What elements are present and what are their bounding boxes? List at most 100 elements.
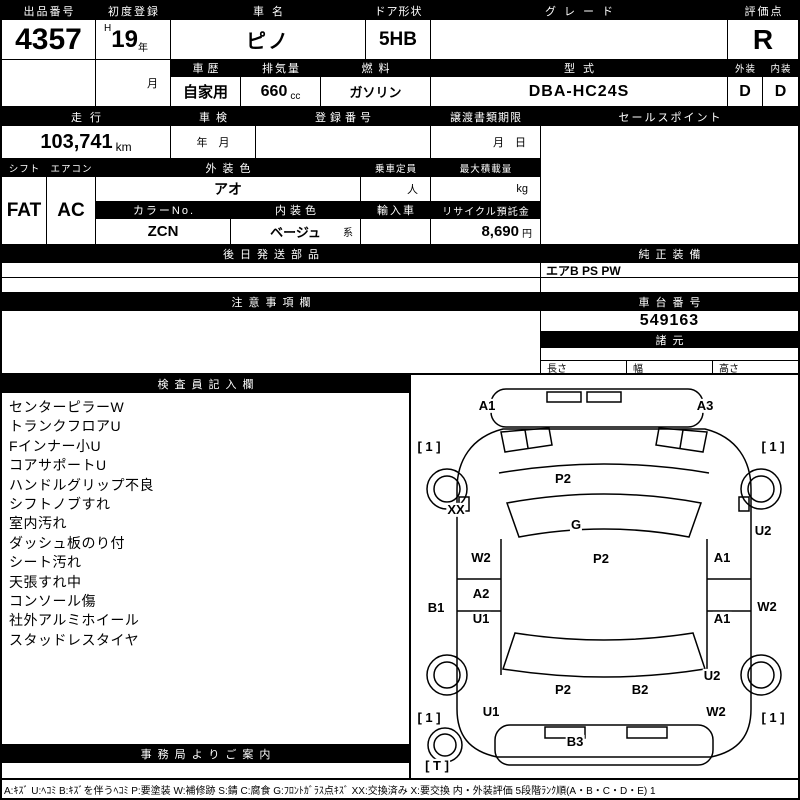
ext-color-header: 外装色: [96, 160, 360, 176]
diagram-damage-label: U2: [702, 667, 722, 684]
mileage-unit: km: [115, 140, 132, 154]
first-reg-month-cell: 月: [96, 60, 170, 106]
displacement-header: 排気量: [241, 60, 320, 76]
inspection-note-item: 室内汚れ: [9, 515, 67, 532]
reg-no-value: [256, 126, 430, 158]
inspection-note-item: コアサポートU: [9, 457, 107, 474]
interior-grade-header: 内装: [763, 60, 798, 76]
fuel-value: ガソリン: [321, 77, 430, 106]
diagram-damage-label: [ 1 ]: [760, 709, 786, 726]
mileage-value: 103,741 km: [2, 126, 170, 158]
first-reg-year: 19: [111, 25, 138, 53]
int-color-suffix: 系: [343, 228, 353, 239]
car-top-view-drawing: [426, 388, 782, 766]
inspection-note-item: ダッシュ板のり付: [9, 534, 125, 551]
color-no-value: ZCN: [96, 219, 230, 244]
int-color-header: 内装色: [231, 202, 360, 218]
displacement-number: 660: [260, 82, 288, 100]
exterior-grade-header: 外装: [728, 60, 762, 76]
capacity-header: 乗車定員: [361, 160, 430, 176]
inspection-value: 年 月: [171, 126, 255, 158]
recycle-value: 8,690 円: [431, 219, 540, 244]
history-value: 自家用: [171, 77, 240, 106]
width-label-cell: 幅: [627, 361, 712, 375]
diagram-damage-label: XX: [446, 501, 466, 518]
later-parts-row-2: [2, 278, 540, 292]
interior-grade-value: D: [763, 77, 798, 106]
later-parts-header: 後日発送部品: [2, 246, 540, 262]
exhibit-no-header: 出品番号: [2, 2, 95, 19]
chassis-no-value: 549163: [541, 311, 798, 331]
genuine-equipment-value: エアB PS PW: [541, 263, 798, 278]
recycle-fee: 8,690: [481, 223, 519, 240]
import-header: 輸入車: [361, 202, 430, 218]
diagram-damage-label: U2: [753, 522, 773, 539]
first-reg-value: H 19 年: [96, 20, 170, 59]
model-value: DBA-HC24S: [431, 77, 727, 106]
chassis-no-header: 車台番号: [541, 294, 798, 310]
max-load-value: kg: [431, 177, 540, 201]
reg-no-header: 登録番号: [256, 109, 430, 125]
diagram-damage-label: U1: [471, 610, 491, 627]
color-no-header: カラーNo.: [96, 202, 230, 218]
recycle-unit: 円: [522, 229, 532, 240]
shift-value: FAT: [2, 177, 46, 244]
office-info-header: 事務局よりご案内: [2, 745, 409, 762]
score-value: R: [728, 20, 798, 59]
dimensions-header: 諸元: [541, 332, 798, 347]
model-header: 型式: [431, 60, 727, 76]
diagram-damage-label: W2: [705, 703, 727, 720]
legend-text: A:ｷｽﾞ U:ﾍｺﾐ B:ｷｽﾞを伴うﾍｺﾐ P:要塗装 W:補修跡 S:錆 …: [2, 780, 798, 798]
diagram-damage-label: A1: [712, 610, 732, 627]
inspection-note-item: シート汚れ: [9, 554, 82, 571]
year-suffix: 年: [137, 43, 148, 54]
car-name-header: 車名: [171, 2, 365, 19]
inspection-note-item: 社外アルミホイール: [9, 612, 140, 629]
diagram-damage-label: G: [569, 516, 583, 533]
diagram-damage-label: W2: [470, 549, 492, 566]
diagram-damage-label: U1: [481, 703, 501, 720]
displacement-value: 660 cc: [241, 77, 320, 106]
transfer-value: 月 日: [431, 126, 540, 158]
diagram-damage-label: A1: [477, 397, 497, 414]
diagram-damage-label: B2: [630, 681, 650, 698]
score-header: 評価点: [728, 2, 798, 19]
inspection-note-item: センターピラーW: [9, 399, 125, 415]
diagram-damage-label: P2: [554, 470, 572, 487]
ext-color-value: アオ: [96, 177, 360, 201]
era-label: H: [104, 23, 112, 34]
aircon-header: エアコン: [47, 160, 95, 176]
shift-header: シフト: [2, 160, 46, 176]
later-parts-row-1: [2, 263, 540, 277]
first-reg-header: 初度登録: [96, 2, 170, 19]
car-name-value: ピノ: [171, 20, 365, 59]
inspection-note-item: 天張すれ中: [9, 573, 82, 590]
office-info-empty-row: [2, 763, 409, 778]
inspection-note-item: シフトノブすれ: [9, 496, 111, 513]
diagram-damage-label: P2: [592, 550, 610, 567]
caution-area: [2, 311, 540, 373]
sales-point-header: セールスポイント: [541, 109, 798, 125]
recycle-header: リサイクル預託金: [431, 202, 540, 218]
door-shape-value: 5HB: [366, 20, 430, 59]
transfer-header: 譲渡書類期限: [431, 109, 540, 125]
diagram-damage-label: B3: [565, 733, 585, 750]
length-label-cell: 長さ: [541, 361, 626, 375]
exterior-grade-value: D: [728, 77, 762, 106]
aircon-value: AC: [47, 177, 95, 244]
genuine-equipment-empty-row: [541, 278, 798, 292]
inspector-notes-header: 検査員記入欄: [2, 375, 409, 392]
inspection-note-item: Fインナー小U: [9, 437, 102, 454]
grade-value: [431, 20, 727, 59]
sales-point-area: [541, 126, 798, 244]
inspection-note-item: トランクフロアU: [9, 418, 122, 435]
diagram-damage-label: A2: [471, 585, 491, 602]
capacity-value: 人: [361, 177, 430, 201]
exhibit-no-value: 4357: [2, 20, 95, 59]
inspection-header: 車検: [171, 109, 255, 125]
fuel-header: 燃料: [321, 60, 430, 76]
inspection-note-item: ハンドルグリップ不良: [9, 476, 154, 493]
